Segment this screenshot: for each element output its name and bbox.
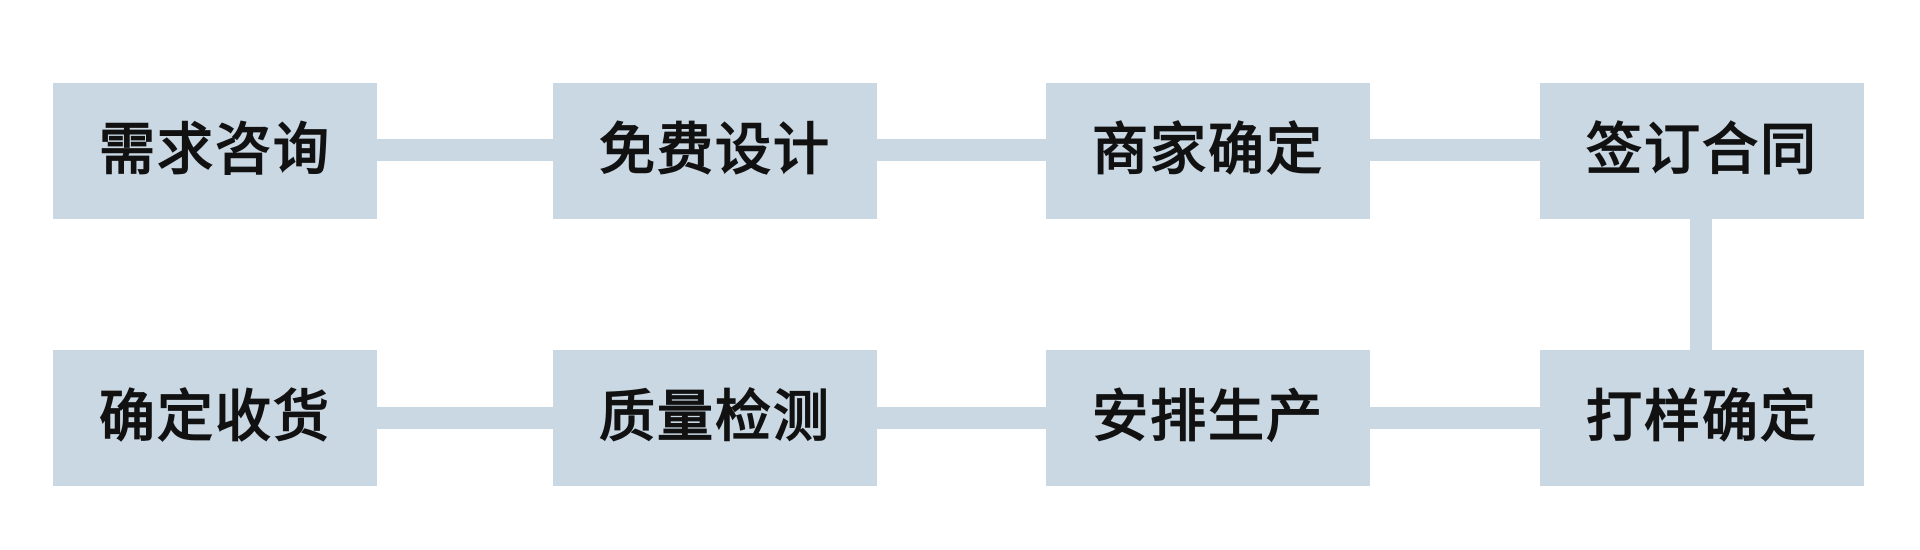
step-box-3: 商家确定 xyxy=(1046,83,1370,219)
connector-3-4 xyxy=(1370,139,1540,161)
connector-5-6 xyxy=(1370,407,1540,429)
step-label-7: 质量检测 xyxy=(599,385,831,450)
step-box-6: 安排生产 xyxy=(1046,350,1370,486)
step-box-8: 确定收货 xyxy=(53,350,377,486)
step-label-5: 打样确定 xyxy=(1586,385,1818,450)
step-box-2: 免费设计 xyxy=(553,83,877,219)
step-label-2: 免费设计 xyxy=(599,118,831,183)
step-label-1: 需求咨询 xyxy=(99,118,331,183)
step-box-7: 质量检测 xyxy=(553,350,877,486)
step-label-6: 安排生产 xyxy=(1092,385,1324,450)
step-box-1: 需求咨询 xyxy=(53,83,377,219)
connector-4-5 xyxy=(1690,218,1712,350)
step-box-5: 打样确定 xyxy=(1540,350,1864,486)
connector-6-7 xyxy=(877,407,1046,429)
step-label-3: 商家确定 xyxy=(1092,118,1324,183)
step-box-4: 签订合同 xyxy=(1540,83,1864,219)
connector-1-2 xyxy=(377,139,553,161)
connector-7-8 xyxy=(377,407,553,429)
connector-2-3 xyxy=(877,139,1046,161)
step-label-8: 确定收货 xyxy=(99,385,331,450)
step-label-4: 签订合同 xyxy=(1586,118,1818,183)
